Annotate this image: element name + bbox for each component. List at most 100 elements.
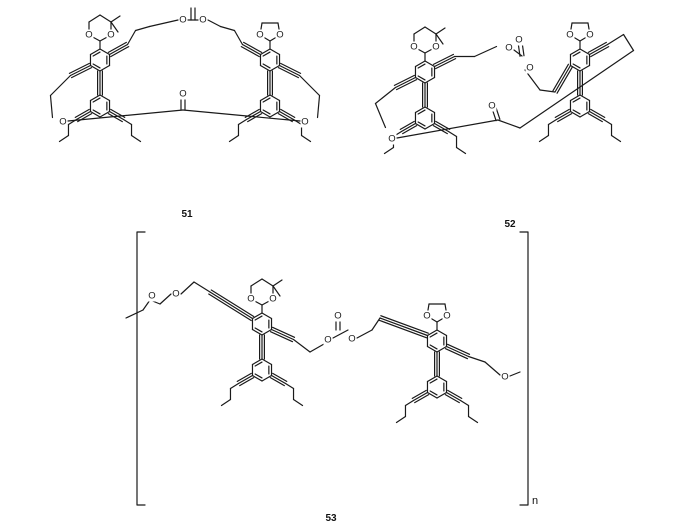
compound-51-bonds bbox=[99, 94, 111, 102]
compound-51-bonds bbox=[49, 74, 72, 97]
compound-52-bonds bbox=[554, 64, 572, 93]
compound-52-bonds bbox=[435, 33, 444, 45]
carbonate-oxygen: O bbox=[148, 291, 155, 302]
compound-51-bonds bbox=[68, 62, 91, 74]
acetal-oxygen: O bbox=[256, 30, 263, 41]
compound-52-bonds bbox=[473, 45, 498, 58]
compound-53-bonds bbox=[251, 328, 263, 336]
compound-53-bonds bbox=[261, 278, 274, 287]
carbonate-oxygen: O bbox=[179, 15, 186, 26]
compound-52-bonds bbox=[588, 110, 605, 121]
atom-label-background bbox=[255, 29, 265, 41]
carbonate-oxygen: O bbox=[172, 289, 179, 300]
polymer-brackets bbox=[136, 231, 529, 506]
compound-52-bonds bbox=[587, 41, 607, 54]
compound-53-bonds bbox=[404, 399, 415, 407]
left-bracket bbox=[136, 231, 146, 506]
compound-53-bonds bbox=[270, 328, 295, 341]
compound-51-bonds bbox=[110, 15, 121, 23]
compound-53-bonds bbox=[269, 331, 294, 343]
compound-52-bonds bbox=[497, 119, 521, 129]
compound-51-bonds bbox=[67, 109, 184, 122]
atom-label-background bbox=[323, 334, 333, 346]
carbonate-oxygen: O bbox=[324, 335, 331, 346]
compound-51-bonds bbox=[70, 67, 93, 79]
compound-51-bonds bbox=[262, 109, 271, 115]
compound-53-bonds bbox=[208, 293, 252, 322]
compound-51-bonds bbox=[110, 45, 130, 58]
atom-label-background bbox=[525, 62, 535, 74]
compound-53-bonds bbox=[445, 391, 462, 402]
compound-53-bonds bbox=[436, 375, 448, 383]
compound-51-bonds bbox=[247, 112, 263, 123]
atom-label-background bbox=[178, 14, 188, 26]
compound-53-bonds bbox=[429, 378, 438, 384]
compound-53-bonds bbox=[254, 373, 263, 379]
acetal-oxygen: O bbox=[432, 42, 439, 53]
compound-51-bonds bbox=[89, 94, 101, 102]
compound-53-bonds bbox=[272, 285, 281, 297]
compound-51-bonds bbox=[269, 94, 281, 102]
right-bracket bbox=[519, 231, 529, 506]
atom-label-background bbox=[442, 310, 452, 322]
compound-51-bonds bbox=[300, 134, 312, 143]
compound-53-bonds bbox=[426, 345, 438, 353]
compound-51-bonds bbox=[316, 94, 321, 119]
compound-51-bonds bbox=[148, 19, 179, 28]
compound-51-bonds bbox=[207, 19, 222, 28]
compound-51-bonds bbox=[89, 110, 101, 118]
compound-53-bonds bbox=[356, 329, 373, 339]
compound-52-bonds bbox=[579, 94, 591, 102]
compound-53-bonds bbox=[467, 415, 479, 424]
carbonate-oxygen: O bbox=[348, 334, 355, 345]
compound-53-bonds bbox=[444, 348, 469, 360]
compound-label-51: 51 bbox=[181, 209, 193, 220]
compound-53-bonds bbox=[180, 281, 195, 295]
compound-51-bonds bbox=[259, 94, 271, 102]
compound-52-bonds bbox=[432, 53, 455, 65]
compound-52-bonds bbox=[602, 118, 613, 126]
compound-51-bonds bbox=[49, 94, 54, 119]
compound-53-bonds bbox=[378, 319, 428, 339]
compound-52-bonds bbox=[569, 110, 581, 118]
compound-51-bonds bbox=[92, 109, 101, 115]
carbonate-oxygen: O bbox=[199, 15, 206, 26]
atom-label-background bbox=[106, 29, 116, 41]
compound-52-bonds bbox=[424, 26, 437, 35]
compound-53-bonds bbox=[429, 332, 438, 338]
compound-52-bonds bbox=[572, 63, 581, 69]
compound-51-bonds bbox=[108, 110, 125, 121]
compound-52-bonds bbox=[572, 51, 581, 57]
atom-label-background bbox=[178, 88, 188, 100]
compound-52-bonds bbox=[554, 108, 570, 119]
carbonate-oxygen: O bbox=[505, 43, 512, 54]
compound-52-bonds bbox=[606, 33, 625, 46]
acetal-oxygen: O bbox=[566, 30, 573, 41]
compound-label-52: 52 bbox=[504, 219, 516, 230]
compound-53-bonds bbox=[429, 390, 438, 396]
compound-53-bonds bbox=[142, 299, 151, 311]
compound-52-bonds bbox=[432, 124, 448, 135]
compound-52-bonds bbox=[424, 106, 436, 114]
ketone-oxygen: O bbox=[179, 89, 186, 100]
compound-51-bonds bbox=[134, 25, 151, 32]
compound-53-bonds bbox=[209, 291, 254, 320]
carbonate-oxygen: O bbox=[526, 63, 533, 74]
compound-52-bonds bbox=[435, 120, 451, 131]
acetal-oxygen: O bbox=[423, 311, 430, 322]
compound-52-bonds bbox=[513, 49, 523, 57]
atom-label-background bbox=[268, 293, 278, 305]
atom-label-background bbox=[333, 310, 343, 322]
compound-53-bonds bbox=[261, 374, 273, 382]
compound-51-bonds bbox=[243, 41, 263, 54]
compound-52-bonds bbox=[555, 110, 572, 121]
compound-52-bonds bbox=[417, 121, 426, 127]
compound-51-bonds bbox=[130, 134, 142, 143]
compound-53-bonds bbox=[270, 374, 287, 385]
compound-53-bonds bbox=[251, 358, 263, 366]
compound-53-bonds bbox=[447, 389, 463, 400]
compound-53-bonds bbox=[444, 393, 460, 404]
